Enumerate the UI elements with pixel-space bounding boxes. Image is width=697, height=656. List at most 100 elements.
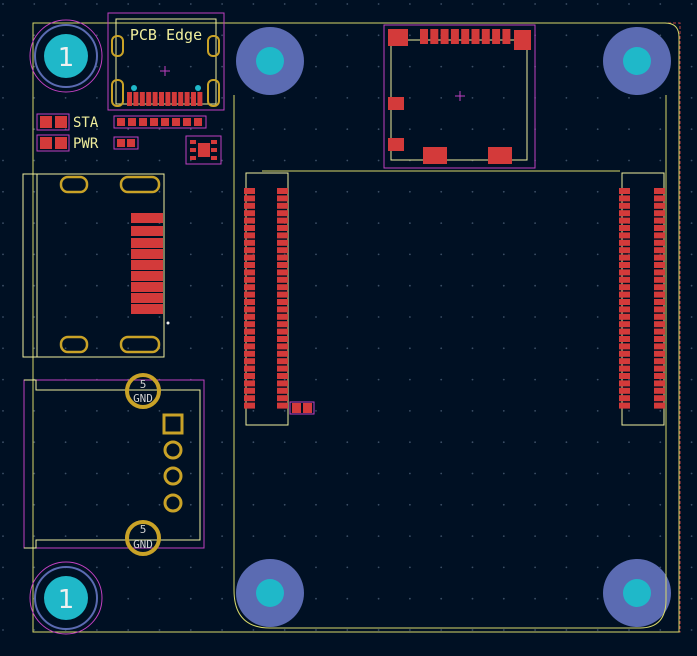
grid-dot bbox=[158, 566, 161, 569]
usb-connector[interactable]: PCB Edge bbox=[107, 12, 225, 111]
resistor-pad bbox=[161, 118, 169, 126]
b2b-pad bbox=[277, 276, 288, 283]
grid-dot bbox=[502, 503, 505, 506]
grid-dot bbox=[283, 378, 286, 381]
grid-dot bbox=[158, 316, 161, 318]
grid-dot bbox=[221, 190, 224, 193]
fiducial-top-left[interactable]: 1 bbox=[29, 19, 103, 93]
b2b-pad bbox=[619, 276, 630, 283]
b2b-pad bbox=[277, 188, 288, 194]
grid-dot bbox=[377, 629, 380, 631]
grid-dot bbox=[409, 441, 411, 444]
grid-dot bbox=[2, 159, 4, 162]
grid-dot bbox=[471, 503, 474, 506]
grid-dot bbox=[659, 629, 662, 631]
b2b-pad bbox=[277, 402, 288, 409]
grid-dot bbox=[377, 597, 380, 600]
grid-dot bbox=[315, 34, 317, 37]
grid-dot bbox=[440, 222, 443, 225]
grid-dot bbox=[409, 253, 411, 256]
mount-hole-top-right[interactable] bbox=[603, 27, 671, 95]
led-sta[interactable]: STA bbox=[36, 113, 99, 131]
grid-dot bbox=[158, 410, 161, 412]
grid-dot bbox=[346, 535, 349, 537]
b2b-pad bbox=[619, 402, 630, 409]
grid-dot bbox=[628, 3, 630, 5]
grid-dot bbox=[96, 97, 98, 99]
grid-dot bbox=[2, 472, 4, 475]
b2b-pad bbox=[244, 343, 255, 350]
b2b-connector-left[interactable] bbox=[244, 172, 289, 426]
grid-dot bbox=[628, 503, 630, 506]
module-outline bbox=[233, 95, 667, 629]
b2b-pad bbox=[277, 299, 288, 305]
grid-dot bbox=[221, 128, 224, 131]
grid-dot bbox=[690, 629, 693, 631]
grid-dot bbox=[409, 3, 411, 5]
grid-dot bbox=[315, 535, 317, 537]
b2b-pad bbox=[619, 202, 630, 209]
grid-dot bbox=[690, 472, 693, 475]
grid-dot bbox=[252, 472, 255, 475]
grid-dot bbox=[221, 222, 224, 225]
grid-dot bbox=[596, 3, 599, 5]
mount-hole-top-left[interactable] bbox=[236, 27, 304, 95]
grid-dot bbox=[471, 97, 474, 99]
b2b-pad bbox=[654, 328, 665, 335]
grid-dot bbox=[33, 128, 36, 131]
sd-pad bbox=[461, 29, 470, 44]
pin-header[interactable]: 5 GND 5 GND bbox=[23, 373, 205, 556]
grid-dot bbox=[534, 253, 536, 256]
grid-dot bbox=[409, 378, 411, 381]
resistor-array[interactable] bbox=[113, 115, 207, 150]
b2b-pad bbox=[244, 195, 255, 202]
grid-dot bbox=[189, 629, 192, 631]
grid-dot bbox=[96, 410, 98, 412]
grid-dot bbox=[377, 566, 380, 569]
b2b-pad bbox=[244, 299, 255, 305]
grid-dot bbox=[471, 222, 474, 225]
grid-dot bbox=[596, 159, 599, 162]
b2b-pad bbox=[619, 395, 630, 402]
usb-pad bbox=[184, 92, 190, 106]
grid-dot bbox=[2, 190, 4, 193]
sd-pad bbox=[492, 29, 501, 44]
usb-pad bbox=[159, 92, 164, 106]
grid-dot bbox=[565, 503, 568, 506]
fiducial-bottom-left[interactable]: 1 bbox=[29, 561, 103, 635]
card-slot[interactable] bbox=[22, 173, 170, 358]
b2b-connector-right[interactable] bbox=[619, 172, 665, 426]
grid-dot bbox=[502, 472, 505, 475]
grid-dot bbox=[33, 284, 36, 287]
sd-card-connector[interactable] bbox=[383, 24, 536, 169]
small-ic[interactable] bbox=[185, 135, 222, 165]
grid-dot bbox=[534, 566, 536, 569]
grid-dot bbox=[659, 378, 662, 381]
grid-dot bbox=[33, 159, 36, 162]
grid-dot bbox=[283, 128, 286, 131]
grid-dot bbox=[596, 410, 599, 412]
grid-dot bbox=[346, 253, 349, 256]
grid-dot bbox=[315, 472, 317, 475]
pcb-edge-label: PCB Edge bbox=[130, 26, 202, 44]
grid-dot bbox=[283, 472, 286, 475]
b2b-pad bbox=[619, 306, 630, 313]
grid-dot bbox=[189, 503, 192, 506]
grid-dot bbox=[534, 410, 536, 412]
mount-hole-bottom-left[interactable] bbox=[236, 559, 304, 627]
grid-dot bbox=[2, 378, 4, 381]
grid-dot bbox=[690, 441, 693, 444]
grid-dot bbox=[690, 316, 693, 318]
led-pwr[interactable]: PWR bbox=[36, 134, 99, 152]
grid-dot bbox=[96, 347, 98, 350]
grid-dot bbox=[189, 347, 192, 350]
grid-dot bbox=[221, 378, 224, 381]
mount-hole-bottom-right[interactable] bbox=[603, 559, 671, 627]
grid-dot bbox=[596, 128, 599, 131]
resistor-small[interactable] bbox=[289, 401, 315, 415]
grid-dot bbox=[409, 190, 411, 193]
grid-dot bbox=[315, 190, 317, 193]
b2b-pad bbox=[619, 328, 630, 335]
